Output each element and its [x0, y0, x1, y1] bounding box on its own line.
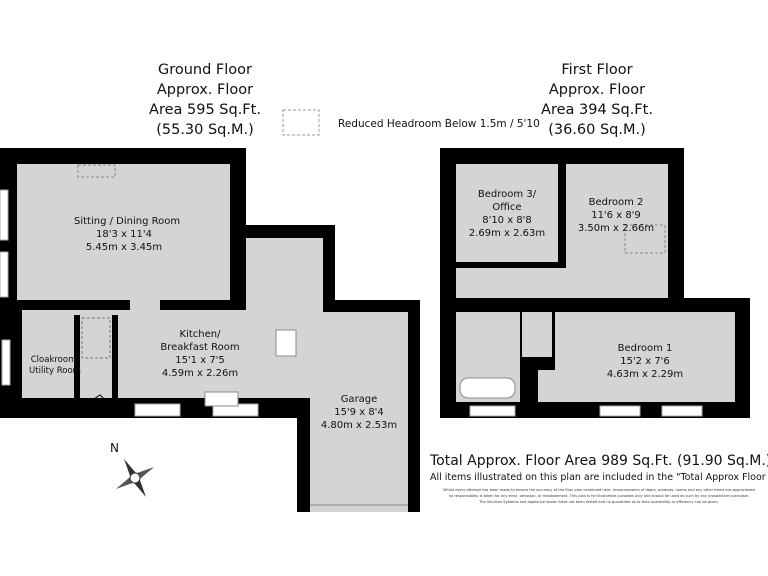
room-imperial: 15'2 x 7'6	[620, 356, 670, 367]
room-imperial: 15'1 x 7'5	[175, 355, 225, 366]
door	[79, 394, 109, 409]
first-floor-area-sqft: Area 394 Sq.Ft.	[541, 102, 653, 118]
ground-floor-area-label: Approx. Floor	[156, 82, 254, 98]
room-metric: 2.69m x 2.63m	[468, 228, 546, 239]
stairs	[81, 317, 111, 359]
room-name: Office	[492, 202, 522, 213]
sitting-room-floor	[17, 164, 230, 300]
hob	[275, 329, 297, 357]
room-name: Bedroom 3/	[477, 189, 537, 200]
stair-wall	[112, 315, 118, 400]
garage-floor	[310, 312, 408, 512]
room-cloakroom: Cloakroom/ Utility Room	[20, 355, 90, 377]
ground-floor-plan	[0, 148, 420, 512]
room-bedroom1: Bedroom 1 15'2 x 7'6 4.63m x 2.29m	[595, 342, 695, 381]
first-floor-heading: First Floor Approx. Floor Area 394 Sq.Ft…	[522, 60, 672, 140]
first-floor-plan	[440, 148, 750, 418]
bedroom1-floor	[555, 312, 735, 402]
window	[599, 405, 641, 417]
room-kitchen: Kitchen/ Breakfast Room 15'1 x 7'5 4.59m…	[150, 328, 250, 380]
hall-floor	[130, 270, 160, 310]
reduced-headroom-area	[624, 224, 666, 254]
room-imperial: 18'3 x 11'4	[96, 229, 152, 240]
room-name: Kitchen/	[179, 329, 221, 340]
window	[469, 405, 516, 417]
room-imperial: 15'9 x 8'4	[334, 407, 384, 418]
first-floor-title: First Floor	[561, 62, 633, 78]
disclaimer-line: no responsibility is taken for any error…	[448, 494, 750, 498]
first-floor-area-sqm: (36.60 Sq.M.)	[548, 122, 646, 138]
window	[0, 251, 9, 298]
compass-north-label: N	[110, 441, 119, 455]
window	[661, 405, 703, 417]
window	[0, 189, 9, 241]
bath	[459, 377, 516, 399]
room-metric: 4.59m x 2.26m	[161, 368, 239, 379]
total-area: Total Approx. Floor Area 989 Sq.Ft. (91.…	[430, 453, 768, 469]
room-name: Bedroom 2	[588, 197, 644, 208]
fireplace	[77, 164, 116, 178]
room-name: Breakfast Room	[160, 342, 240, 353]
room-name: Garage	[340, 394, 378, 405]
disclaimer-line: The Services Systems and appliance shown…	[479, 500, 719, 504]
room-metric: 4.63m x 2.29m	[606, 369, 684, 380]
room-name: Sitting / Dining Room	[74, 216, 181, 227]
landing-floor	[456, 268, 668, 298]
room-imperial: 11'6 x 8'9	[591, 210, 641, 221]
room-name: Utility Room	[29, 366, 81, 376]
reduced-headroom-legend: Reduced Headroom Below 1.5m / 5'10	[338, 118, 540, 130]
room-metric: 5.45m x 3.45m	[85, 242, 163, 253]
disclaimer-line: Whilst every attempt has been made to en…	[442, 488, 756, 492]
ground-floor-area-sqm: (55.30 Sq.M.)	[156, 122, 254, 138]
room-metric: 4.80m x 2.53m	[320, 420, 398, 431]
compass-icon	[115, 458, 155, 498]
room-bedroom2: Bedroom 2 11'6 x 8'9 3.50m x 2.66m	[566, 196, 666, 235]
ground-floor-title: Ground Floor	[157, 62, 253, 78]
room-imperial: 8'10 x 8'8	[482, 215, 532, 226]
window	[1, 339, 11, 386]
disclaimer: Whilst every attempt has been made to en…	[430, 487, 768, 505]
room-bedroom3: Bedroom 3/ Office 8'10 x 8'8 2.69m x 2.6…	[457, 188, 557, 240]
ground-floor-area-sqft: Area 595 Sq.Ft.	[149, 102, 261, 118]
room-name: Cloakroom/	[30, 355, 80, 365]
cloakroom-wall	[74, 315, 80, 400]
ground-floor-heading: Ground Floor Approx. Floor Area 595 Sq.F…	[130, 60, 280, 140]
sink	[204, 391, 239, 407]
bedroom1-floor-ext	[538, 370, 558, 402]
room-metric: 3.50m x 2.66m	[577, 223, 655, 234]
first-floor-area-label: Approx. Floor	[548, 82, 646, 98]
total-area-note: All items illustrated on this plan are i…	[430, 472, 768, 483]
bedroom3-floor	[456, 164, 558, 262]
room-name: Bedroom 1	[617, 343, 673, 354]
window	[134, 403, 181, 417]
room-garage: Garage 15'9 x 8'4 4.80m x 2.53m	[309, 393, 409, 432]
reduced-headroom-legend-box	[282, 109, 320, 136]
cupboard-floor	[522, 312, 552, 357]
room-sitting-dining: Sitting / Dining Room 18'3 x 11'4 5.45m …	[74, 215, 181, 254]
